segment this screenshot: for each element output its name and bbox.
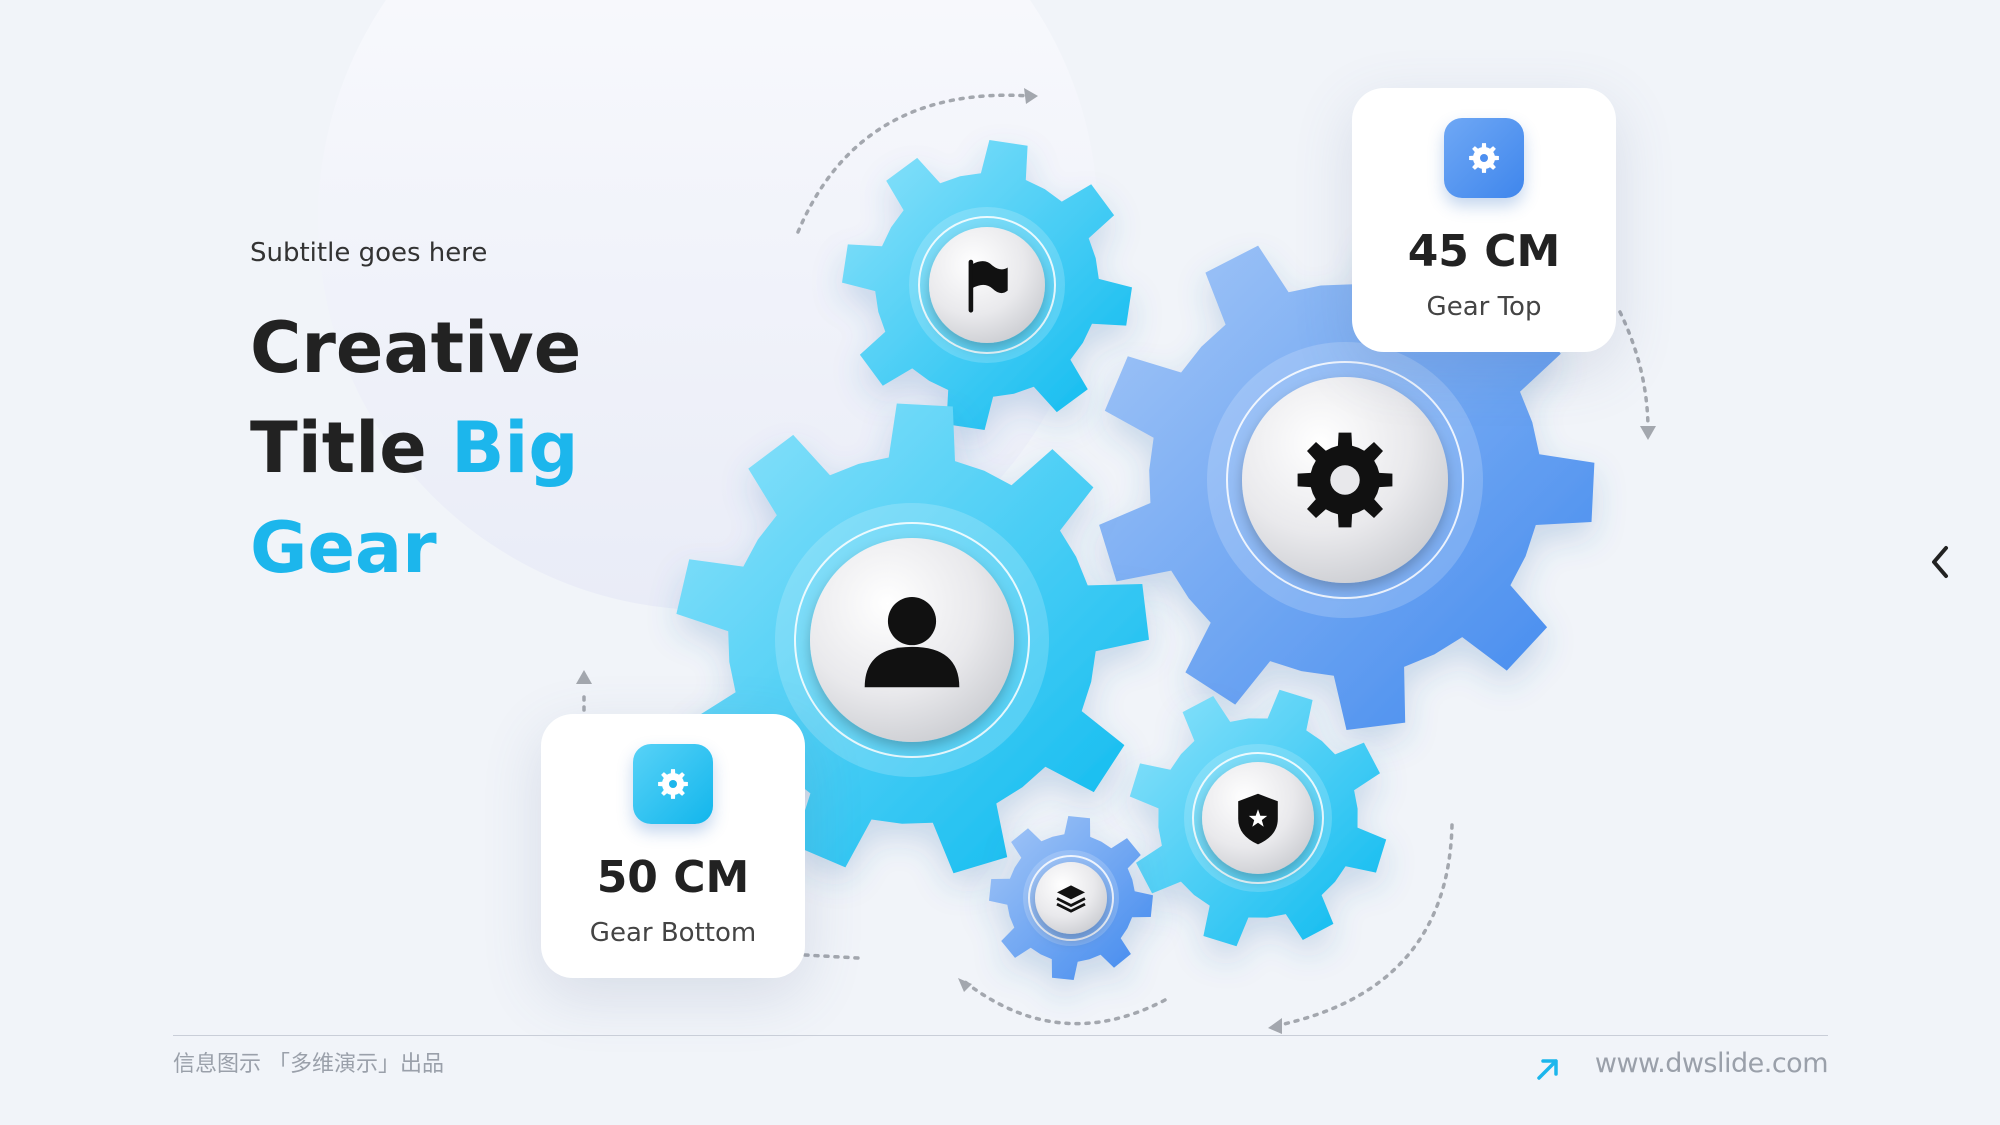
- layers-icon: [1056, 885, 1086, 913]
- card-gear-bottom: 50 CM Gear Bottom: [541, 714, 805, 978]
- card-tile: [633, 744, 713, 824]
- card-value: 45 CM: [1407, 226, 1561, 277]
- subtitle: Subtitle goes here: [250, 238, 488, 268]
- user-icon: [864, 597, 960, 688]
- arc-top-left: [796, 93, 1032, 234]
- card-label: Gear Bottom: [589, 918, 757, 948]
- title-line-2-accent: Big: [451, 407, 579, 489]
- title-line-3-accent: Gear: [250, 507, 437, 589]
- main-gear: [1099, 231, 1595, 730]
- arc-top-right: [1618, 310, 1650, 432]
- flag-gear: [842, 140, 1132, 430]
- arc-bottom-right: [1273, 823, 1454, 1028]
- footer-left-text: 信息图示 「多维演示」出品: [173, 1052, 444, 1077]
- arrow-heads: [576, 88, 1656, 1034]
- title-line-2-dark: Title: [250, 407, 427, 489]
- card-gear-top: 45 CM Gear Top: [1352, 88, 1616, 352]
- arrow-up-right-icon[interactable]: [1534, 1055, 1562, 1083]
- title-line-1: Creative: [250, 307, 582, 389]
- card-tile: [1444, 118, 1524, 198]
- footer-website-link[interactable]: www.dwslide.com: [1594, 1048, 1829, 1079]
- chevron-left-icon[interactable]: [1922, 540, 1958, 584]
- card-label: Gear Top: [1426, 292, 1542, 322]
- arc-bottom: [963, 980, 1167, 1026]
- layers-gear: [989, 816, 1153, 980]
- flag-icon: [968, 259, 1008, 313]
- dashed-arrow-arcs: [582, 93, 1650, 1028]
- card-value: 50 CM: [596, 852, 750, 903]
- arc-bottom-left: [803, 953, 860, 960]
- footer-divider: [173, 1035, 1828, 1036]
- gear-icon: [1469, 143, 1499, 173]
- shield-star-icon: [1238, 793, 1278, 845]
- gear-icon: [1297, 432, 1393, 528]
- gear-icon: [658, 769, 688, 799]
- page-title: Creative Title Big Gear: [250, 298, 581, 598]
- shield-gear: [1129, 689, 1387, 947]
